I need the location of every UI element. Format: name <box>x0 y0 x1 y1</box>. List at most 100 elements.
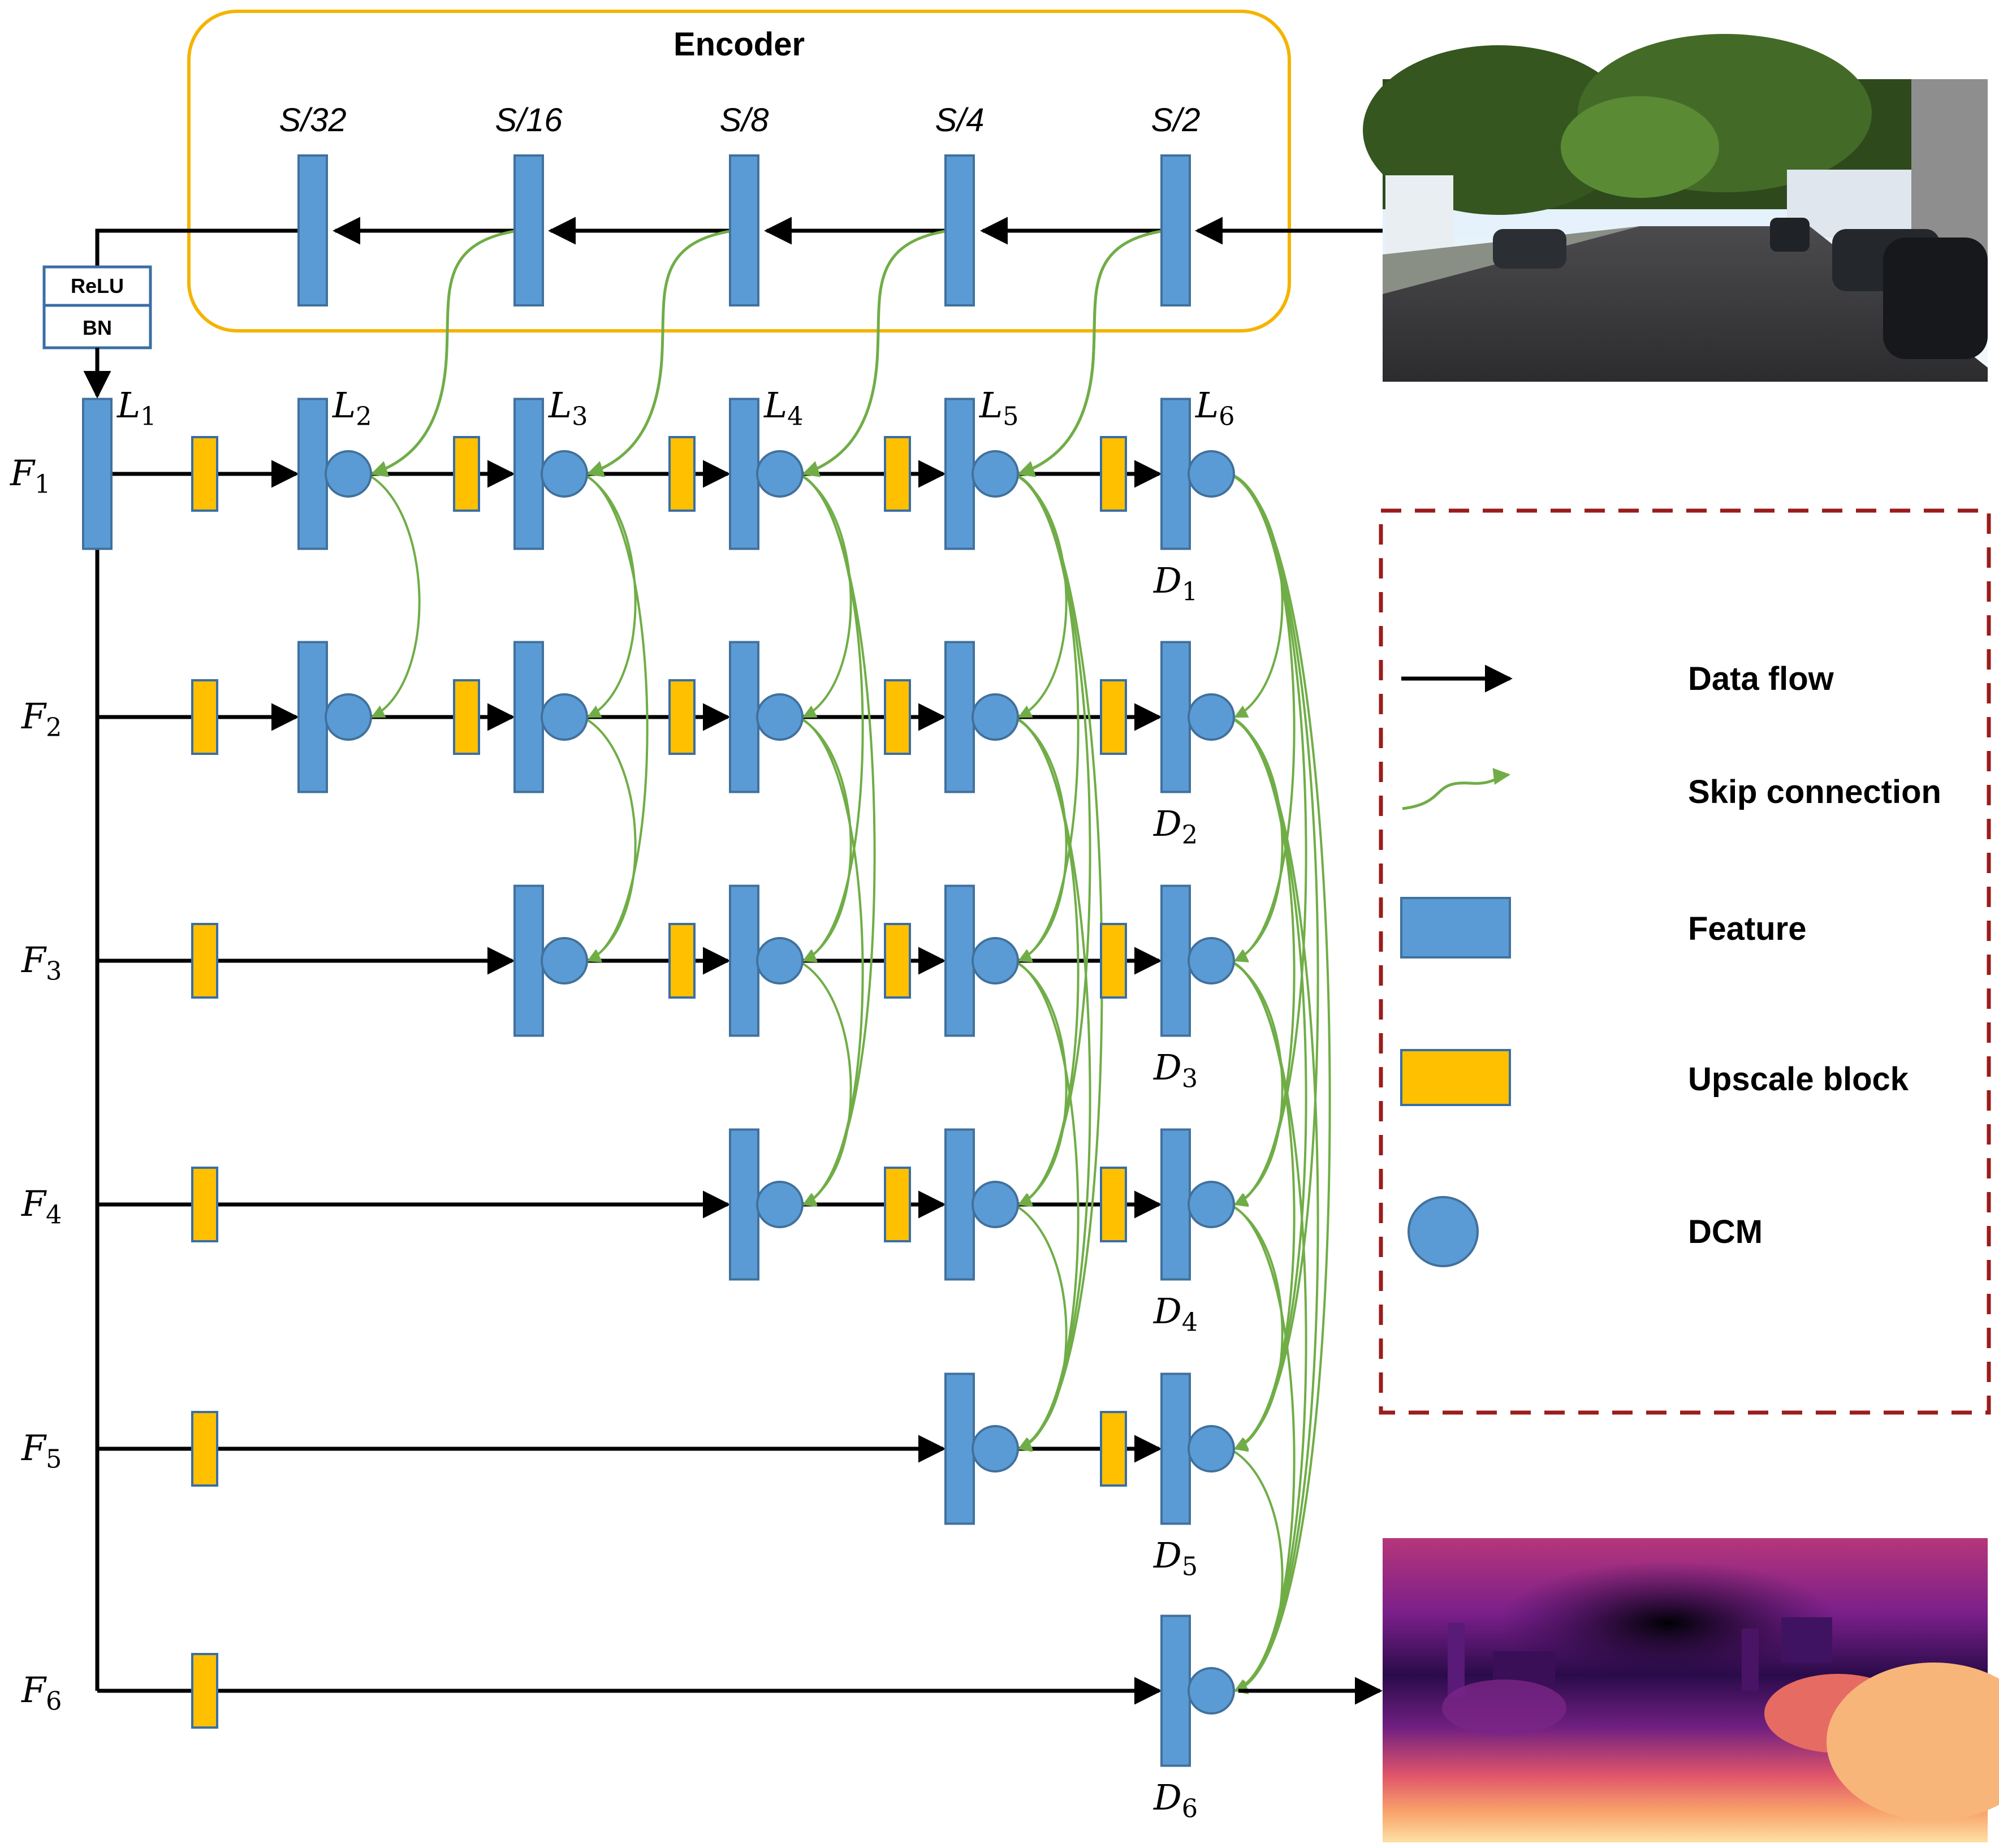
skip-connection <box>1013 716 1091 1452</box>
feature-block <box>1160 1614 1191 1767</box>
legend-label: Data flow <box>1688 660 1834 697</box>
skip-connection <box>797 716 864 1206</box>
skip-connection <box>582 473 649 962</box>
skip-connection <box>1229 473 1307 1207</box>
dcm-block <box>1188 693 1235 741</box>
feature-block <box>513 884 544 1037</box>
feature-block <box>1160 398 1191 550</box>
level-label: L4 <box>763 385 804 431</box>
dcm-block <box>972 1425 1019 1473</box>
level-label: L1 <box>116 385 157 431</box>
skip-connection <box>1229 473 1284 718</box>
skip-connection <box>1229 960 1307 1694</box>
skip-connection <box>1229 716 1307 1452</box>
curved-arrow-icon <box>1402 768 1510 810</box>
upscale-block <box>1100 436 1127 512</box>
feature-block-l1 <box>82 398 113 550</box>
upscale-block <box>1100 1411 1127 1487</box>
skip-connection <box>1013 1203 1068 1450</box>
skip-connection <box>1229 960 1296 1450</box>
feature-block <box>1160 1128 1191 1281</box>
dcm-block <box>972 1181 1019 1228</box>
legend-box <box>1379 508 1991 1415</box>
upscale-block <box>1100 1167 1127 1242</box>
output-depth-map <box>1383 1538 1999 1842</box>
blue-circle <box>1407 1196 1479 1267</box>
skip-connection <box>1229 1203 1296 1692</box>
feature-block <box>944 641 975 793</box>
encoder-feature-block <box>944 154 975 306</box>
skip-connection <box>797 960 852 1206</box>
dcm-block <box>972 450 1019 498</box>
skip-connection <box>366 473 421 718</box>
encoder-scale-label: S/16 <box>495 102 563 139</box>
output-label: D3 <box>1153 1047 1198 1094</box>
encoder-title: Encoder <box>673 26 805 63</box>
feature-block <box>729 641 759 793</box>
feature-block <box>729 398 759 550</box>
skip-connection <box>1229 716 1284 962</box>
feature-block <box>513 398 544 550</box>
dcm-block <box>325 693 372 741</box>
feature-block <box>297 641 328 793</box>
encoder-box <box>187 10 1291 333</box>
upscale-block <box>453 436 480 512</box>
output-label: D5 <box>1153 1535 1198 1582</box>
legend-label: DCM <box>1688 1214 1763 1250</box>
feature-block <box>729 1128 759 1281</box>
feature-block <box>1160 641 1191 793</box>
level-label: L3 <box>548 385 588 431</box>
upscale-block <box>668 436 696 512</box>
dcm-block <box>1188 937 1235 985</box>
upscale-block <box>191 436 218 512</box>
skip-connection <box>797 473 876 1207</box>
legend: Data flow Skip connection Feature Upscal… <box>1379 508 1991 1415</box>
upscale-block <box>453 679 480 755</box>
skip-connection <box>1229 960 1284 1206</box>
skip-connection <box>1229 473 1296 962</box>
upscale-block <box>191 679 218 755</box>
upscale-block <box>884 436 911 512</box>
upscale-block <box>1100 923 1127 999</box>
skip-connection <box>1013 960 1080 1450</box>
skip-connection <box>582 716 637 962</box>
skip-connection <box>797 473 852 718</box>
skip-connection <box>1017 229 1165 477</box>
feature-block <box>944 398 975 550</box>
encoder-scale-label: S/8 <box>719 102 768 139</box>
dcm-block <box>1188 1425 1235 1473</box>
skip-connection <box>1013 716 1068 962</box>
encoder-feature-block <box>513 154 544 306</box>
skip-connection <box>1229 1203 1284 1450</box>
skip-connection <box>1229 1448 1284 1692</box>
yellow-rectangle <box>1400 1049 1511 1106</box>
level-label: L6 <box>1195 385 1235 431</box>
blue-rectangle <box>1400 897 1511 958</box>
skip-connection <box>586 229 733 477</box>
upscale-block <box>191 923 218 999</box>
upscale-block <box>884 923 911 999</box>
skip-connection <box>797 716 852 962</box>
legend-label: Feature <box>1688 910 1807 947</box>
row-label: F6 <box>21 1669 62 1716</box>
bn-label: BN <box>83 316 112 339</box>
feature-block <box>944 884 975 1037</box>
upscale-block <box>884 1167 911 1242</box>
dcm-block <box>972 937 1019 985</box>
skip-connection <box>1013 960 1068 1206</box>
row-label: F4 <box>21 1183 62 1230</box>
skip-connection <box>1017 229 1165 477</box>
output-label: D1 <box>1153 560 1198 607</box>
output-label: D6 <box>1153 1777 1198 1824</box>
legend-label: Skip connection <box>1688 774 1941 810</box>
row-label: F2 <box>21 696 62 742</box>
relu-bn-block: ReLU BN <box>42 265 152 349</box>
output-label: D4 <box>1153 1290 1198 1337</box>
relu-label: ReLU <box>71 274 124 297</box>
feature-block <box>1160 884 1191 1037</box>
dcm-block <box>756 1181 804 1228</box>
upscale-block <box>668 679 696 755</box>
row-label: F3 <box>21 939 62 986</box>
legend-label: Upscale block <box>1688 1061 1909 1098</box>
